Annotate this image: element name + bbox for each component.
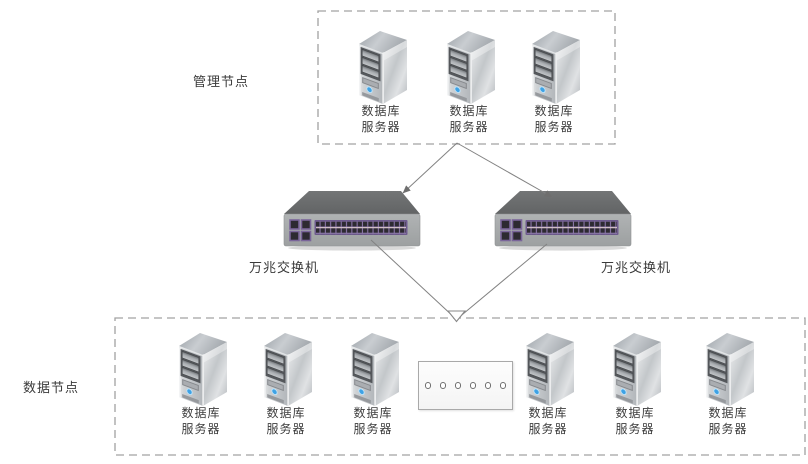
management-server-1: 数据库 服务器 xyxy=(353,27,409,135)
server-icon xyxy=(526,27,582,105)
server-label: 数据库 服务器 xyxy=(353,406,393,436)
server-label: 数据库 服务器 xyxy=(615,406,655,436)
management-group-label: 管理节点 xyxy=(192,75,249,90)
server-icon xyxy=(700,329,756,407)
server-icon xyxy=(173,329,229,407)
server-label: 数据库 服务器 xyxy=(266,406,306,436)
data-server-3: 数据库 服务器 xyxy=(345,329,401,437)
server-icon xyxy=(441,27,497,105)
server-label: 数据库 服务器 xyxy=(181,406,221,436)
server-icon xyxy=(258,329,314,407)
server-icon xyxy=(520,329,576,407)
management-server-2: 数据库 服务器 xyxy=(441,27,497,135)
ellipsis-dot-icon xyxy=(454,382,462,389)
server-icon xyxy=(353,27,409,105)
ellipsis-dot-icon xyxy=(424,382,432,389)
server-label: 数据库 服务器 xyxy=(449,104,489,134)
server-label: 数据库 服务器 xyxy=(534,104,574,134)
ellipsis-dot-icon xyxy=(484,382,492,389)
data-server-1: 数据库 服务器 xyxy=(173,329,229,437)
data-server-2: 数据库 服务器 xyxy=(258,329,314,437)
switch-icon xyxy=(283,190,423,252)
down-arrow-icon xyxy=(446,310,467,323)
ellipsis-dot-icon xyxy=(439,382,447,389)
server-label: 数据库 服务器 xyxy=(708,406,748,436)
data-server-4: 数据库 服务器 xyxy=(520,329,576,437)
server-label: 数据库 服务器 xyxy=(361,104,401,134)
server-icon xyxy=(345,329,401,407)
data-group-label: 数据节点 xyxy=(22,381,79,396)
data-server-5: 数据库 服务器 xyxy=(607,329,663,437)
link-management-to-right-switch xyxy=(456,142,553,198)
link-management-to-left-switch xyxy=(402,142,458,194)
switch-right xyxy=(494,190,634,252)
server-label: 数据库 服务器 xyxy=(528,406,568,436)
ellipsis-dot-icon xyxy=(499,382,507,389)
switch-left xyxy=(283,190,423,252)
more-servers-ellipsis xyxy=(418,361,513,410)
ellipsis-dot-icon xyxy=(469,382,477,389)
management-server-3: 数据库 服务器 xyxy=(526,27,582,135)
switch-left-label: 万兆交换机 xyxy=(248,261,319,276)
link-right-switch-to-data xyxy=(456,243,548,320)
server-icon xyxy=(607,329,663,407)
switch-icon xyxy=(494,190,634,252)
switch-right-label: 万兆交换机 xyxy=(600,261,671,276)
data-server-6: 数据库 服务器 xyxy=(700,329,756,437)
